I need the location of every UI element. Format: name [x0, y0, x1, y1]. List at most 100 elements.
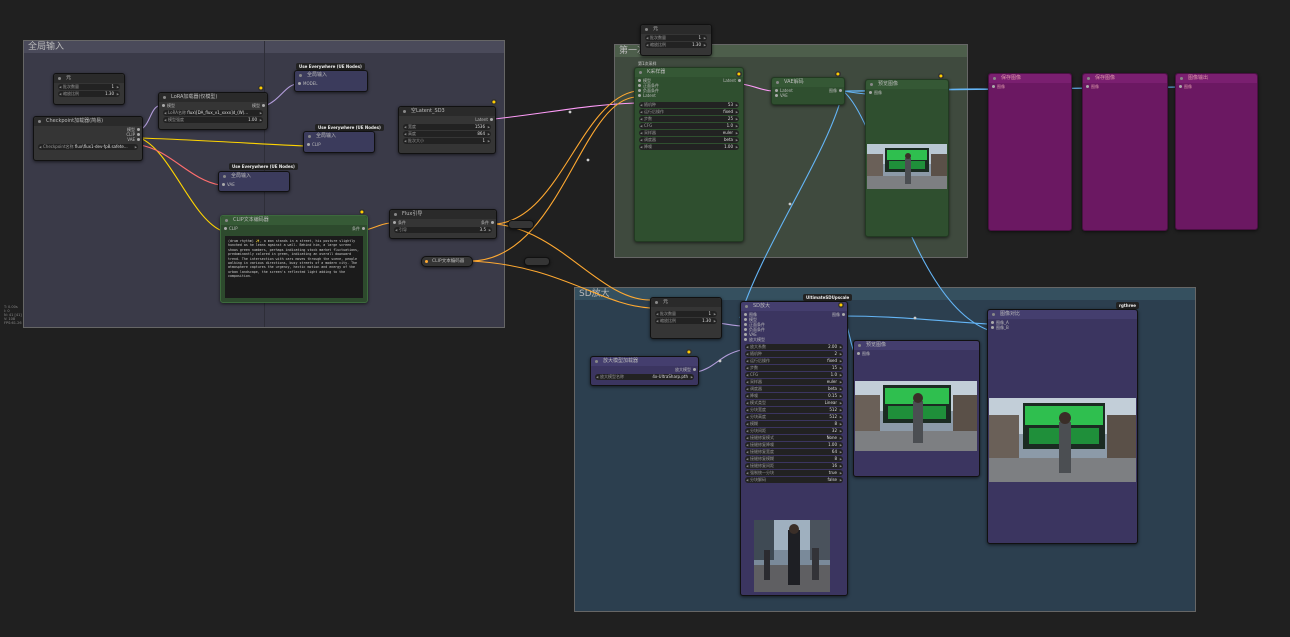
node-title[interactable]: SD放大	[741, 302, 847, 311]
node-title[interactable]: 图像对比	[988, 310, 1137, 319]
input-image-a[interactable]: 图像_A	[988, 319, 1137, 326]
save-image-node[interactable]: 保存图像 图像	[988, 73, 1072, 231]
ue-model-node[interactable]: 全局输入 MODEL	[294, 70, 368, 92]
input-conditioning[interactable]: 条件	[390, 219, 496, 226]
input-clip[interactable]: CLIP	[221, 225, 367, 232]
input-vae[interactable]: VAE	[219, 181, 289, 188]
checkpoint-loader-node[interactable]: Checkpoint加载器(简易) 模型 CLIP VAE Checkpoint…	[33, 116, 143, 161]
widget-lora-name[interactable]: LoRA名称 flux\[DA_flux_v1_xxxx]d_(W)...	[163, 110, 263, 116]
input-upscale-model[interactable]: 放大模型	[741, 336, 847, 343]
input-clip[interactable]: CLIP	[304, 141, 374, 148]
lora-loader-node[interactable]: LoRA加载器(仅模型) 模型 模型 LoRA名称 flux\[DA_flux_…	[158, 92, 268, 130]
input-positive[interactable]: 正面条件	[635, 82, 743, 89]
input-image[interactable]: 图像	[741, 311, 847, 318]
input-image[interactable]: 图像	[854, 350, 979, 357]
ultimate-sd-upscale-node[interactable]: SD放大 图像 模型 正面条件 负面条件 VAE 放大模型 图像 放大系数2.0…	[740, 301, 848, 596]
node-title[interactable]: CLIP文本编码器	[221, 216, 367, 225]
clip-text-encode-collapsed[interactable]: CLIP文本编码器	[421, 256, 473, 267]
output-clip[interactable]: CLIP	[34, 131, 142, 138]
widget-guidance[interactable]: 引导3.5	[394, 227, 492, 233]
node-title[interactable]: 全局输入	[295, 71, 367, 80]
node-title[interactable]: Flux引导	[390, 210, 496, 219]
input-latent[interactable]: Latent	[635, 92, 743, 99]
output-model[interactable]: 模型	[34, 126, 142, 133]
node-title[interactable]: 放大模型加载器	[591, 357, 698, 366]
node-title[interactable]: K采样器	[635, 68, 743, 77]
widget-ckpt-name[interactable]: Checkpoint名称 flux\flux1-dev-fp8.safete..…	[38, 144, 138, 150]
node-title[interactable]: 图像输出	[1176, 74, 1257, 83]
node-title[interactable]: CLIP文本编码器	[432, 259, 465, 264]
input-image[interactable]: 图像	[1176, 83, 1257, 90]
node-title[interactable]: 预览图像	[854, 341, 979, 350]
input-model[interactable]: 模型	[159, 102, 267, 109]
node-title[interactable]: 元	[651, 298, 721, 307]
node-title[interactable]: 保存图像	[989, 74, 1071, 83]
output-upscale-model[interactable]: 放大模型	[591, 366, 698, 373]
output-latent[interactable]: Latent	[723, 77, 743, 84]
flux-guidance-node[interactable]: Flux引导 条件 条件 引导3.5	[389, 209, 497, 239]
output-model[interactable]: 模型	[252, 102, 267, 109]
compare-image[interactable]	[989, 398, 1136, 482]
input-image[interactable]: 图像	[866, 89, 948, 96]
node-title[interactable]: LoRA加载器(仅模型)	[159, 93, 267, 102]
ue-clip-node[interactable]: 全局输入 CLIP	[303, 131, 375, 153]
ue-vae-node[interactable]: 全局输入 VAE	[218, 171, 290, 192]
image-output-node[interactable]: 图像输出 图像	[1175, 73, 1258, 230]
input-positive[interactable]: 正面条件	[741, 321, 847, 328]
output-conditioning[interactable]: 条件	[352, 225, 367, 232]
clip-text-encode-node[interactable]: CLIP文本编码器 CLIP 条件 (drum rhythm) ✨, a man…	[220, 215, 368, 303]
prompt-textarea[interactable]: (drum rhythm) ✨, a man stands in a stree…	[225, 236, 363, 298]
node-title[interactable]: 全局输入	[219, 172, 289, 181]
widget-denoise[interactable]: 降噪1.00	[639, 144, 739, 150]
reroute-node[interactable]	[524, 257, 550, 266]
output-image[interactable]: 图像	[829, 87, 844, 94]
node-title[interactable]: 元	[54, 74, 124, 83]
node-title[interactable]: 全局输入	[304, 132, 374, 141]
input-image-b[interactable]: 图像_B	[988, 324, 1137, 331]
widget-row[interactable]: 模糊8	[745, 421, 843, 427]
input-vae[interactable]: VAE	[772, 92, 844, 99]
input-negative[interactable]: 负面条件	[741, 326, 847, 333]
input-image[interactable]: 图像	[989, 83, 1071, 90]
reroute-node[interactable]	[508, 220, 534, 229]
output-latent[interactable]: Latent	[399, 116, 495, 123]
output-image[interactable]: 图像	[832, 311, 847, 318]
preview-image-node-2[interactable]: 预览图像 图像	[853, 340, 980, 477]
save-image-node[interactable]: 保存图像 图像	[1082, 73, 1168, 231]
input-negative[interactable]: 负面条件	[635, 87, 743, 94]
